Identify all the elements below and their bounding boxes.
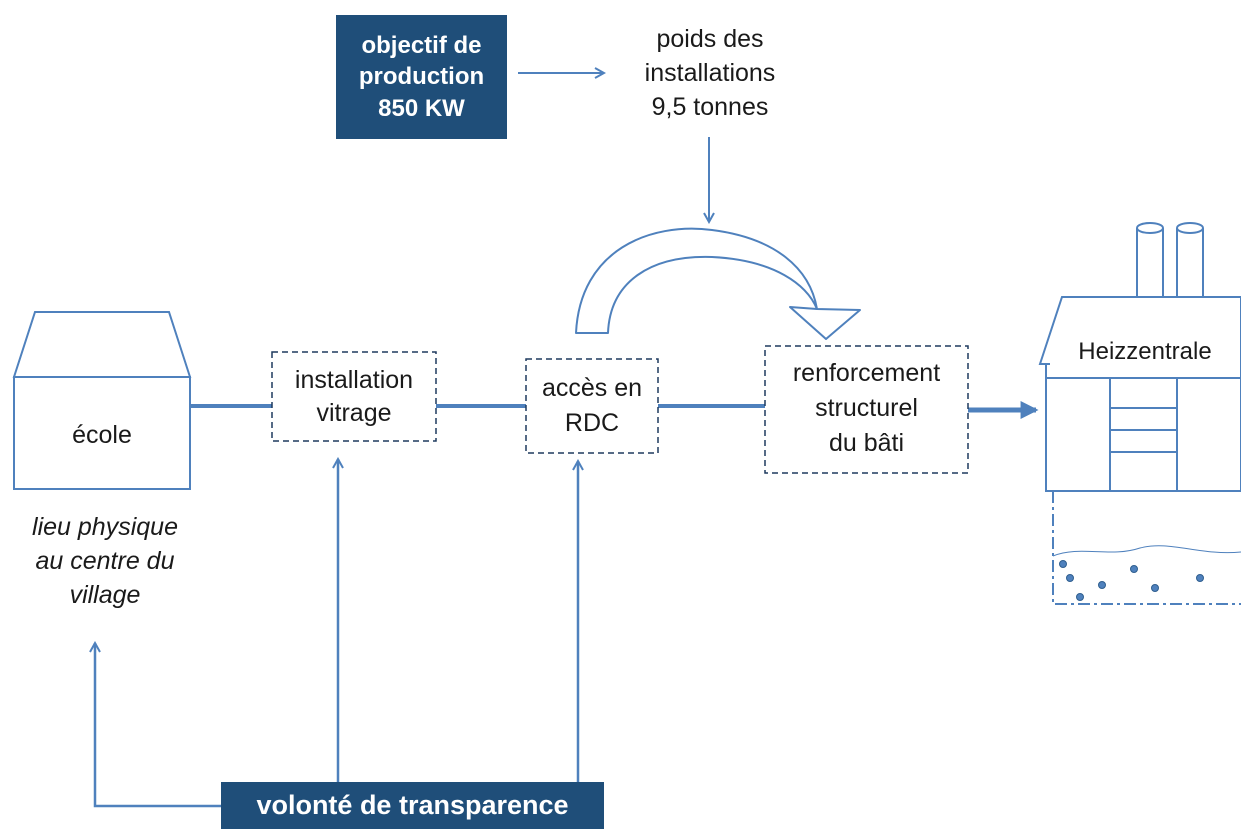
- acces-box: [525, 358, 659, 454]
- ground-line: [1052, 545, 1241, 557]
- arrow-volonte-lieu: [95, 643, 221, 808]
- installation-line1: installation: [294, 366, 414, 394]
- renforcement-line1: renforcement: [792, 359, 941, 387]
- objectif-line2: production: [358, 63, 485, 91]
- underground-tank: [1052, 491, 1241, 605]
- chimney-1-top: [1136, 222, 1164, 234]
- objectif-line3: 850 KW: [378, 94, 465, 122]
- ecole-label: école: [72, 421, 132, 449]
- renforcement-line3: du bâti: [828, 429, 905, 457]
- renforcement-label: renforcement structurel du bâti: [765, 356, 968, 461]
- installation-label: installation vitrage: [272, 364, 436, 430]
- lieu-line3: village: [69, 581, 141, 609]
- heizzentrale-body: [1045, 363, 1241, 492]
- soil-particles: [1059, 560, 1204, 601]
- acces-label: accès en RDC: [526, 371, 658, 441]
- school-house: [12, 311, 192, 490]
- heizzentrale-label: Heizzentrale: [1050, 337, 1240, 367]
- objectif-line1: objectif de: [361, 32, 482, 60]
- school-body: [13, 376, 191, 490]
- objectif-box: objectif de production 850 KW: [336, 15, 507, 139]
- chimney-2-top: [1176, 222, 1204, 234]
- renforcement-line2: structurel: [815, 394, 918, 422]
- renforcement-box: [764, 345, 969, 474]
- installation-line2: vitrage: [316, 399, 392, 427]
- curved-block-arrow: [575, 227, 861, 340]
- acces-line2: RDC: [564, 409, 620, 437]
- volonte-label: volonté de transparence: [256, 789, 569, 820]
- lieu-label: lieu physique au centre du village: [0, 510, 210, 612]
- acces-line1: accès en: [541, 374, 643, 402]
- lieu-line2: au centre du: [35, 547, 175, 575]
- poids-label: poids des installations 9,5 tonnes: [590, 22, 830, 124]
- lieu-line1: lieu physique: [32, 513, 178, 541]
- poids-line3: 9,5 tonnes: [651, 93, 769, 121]
- poids-line1: poids des: [656, 25, 764, 53]
- installation-box: [271, 351, 437, 442]
- poids-line2: installations: [644, 59, 776, 87]
- volonte-box: volonté de transparence: [221, 782, 604, 829]
- school-roof: [12, 311, 192, 378]
